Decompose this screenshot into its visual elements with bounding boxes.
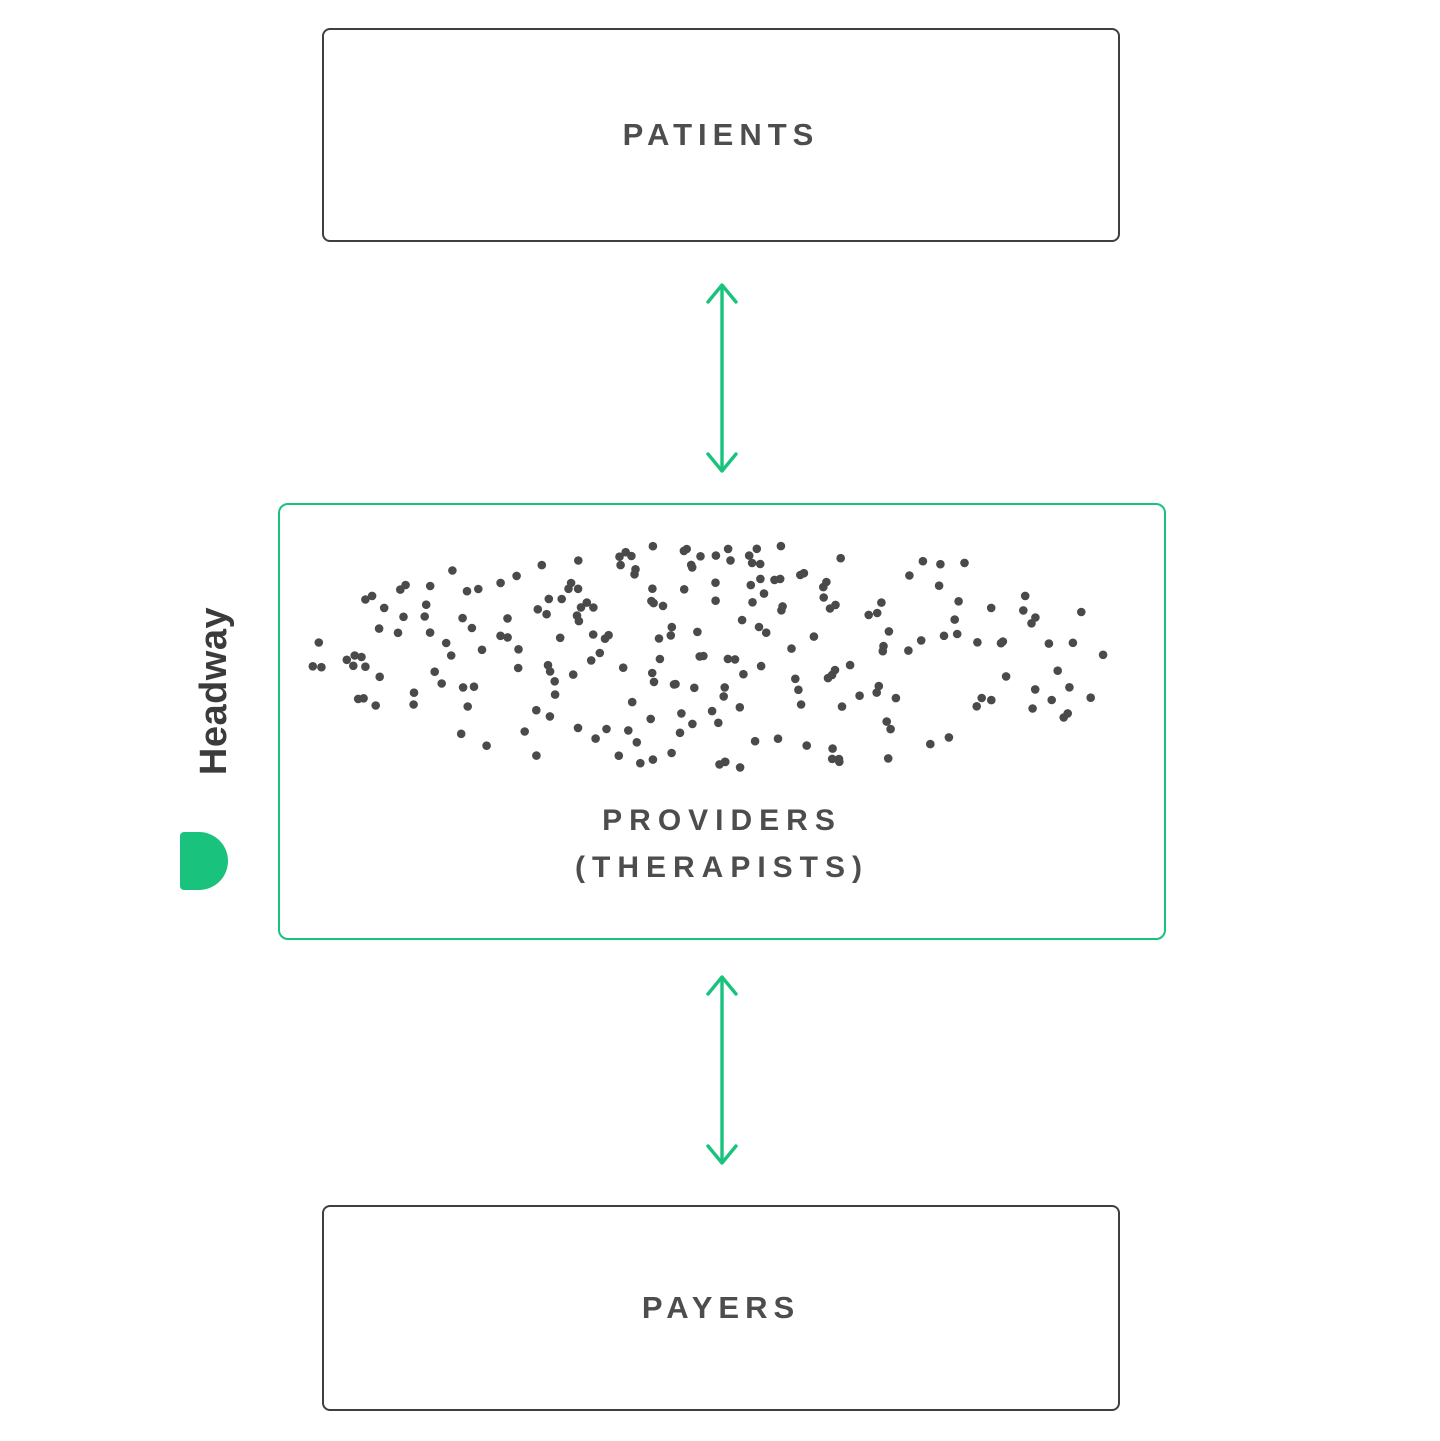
headway-mark-icon [180,832,228,890]
patients-label: PATIENTS [622,117,820,152]
providers-label-line1: PROVIDERS [602,804,842,837]
payers-label: PAYERS [641,1290,801,1325]
payers-box: PAYERS [322,1205,1120,1411]
headway-wordmark: Headway [193,606,235,776]
providers-box: PROVIDERS (THERAPISTS) [278,503,1166,940]
double-arrow-icon-patients-providers [700,280,744,476]
double-arrow-icon-providers-payers [700,972,744,1168]
provider-dots-cloud [308,541,1108,772]
providers-label-line2: (THERAPISTS) [575,851,869,884]
providers-label: PROVIDERS (THERAPISTS) [280,797,1164,891]
patients-box: PATIENTS [322,28,1120,242]
